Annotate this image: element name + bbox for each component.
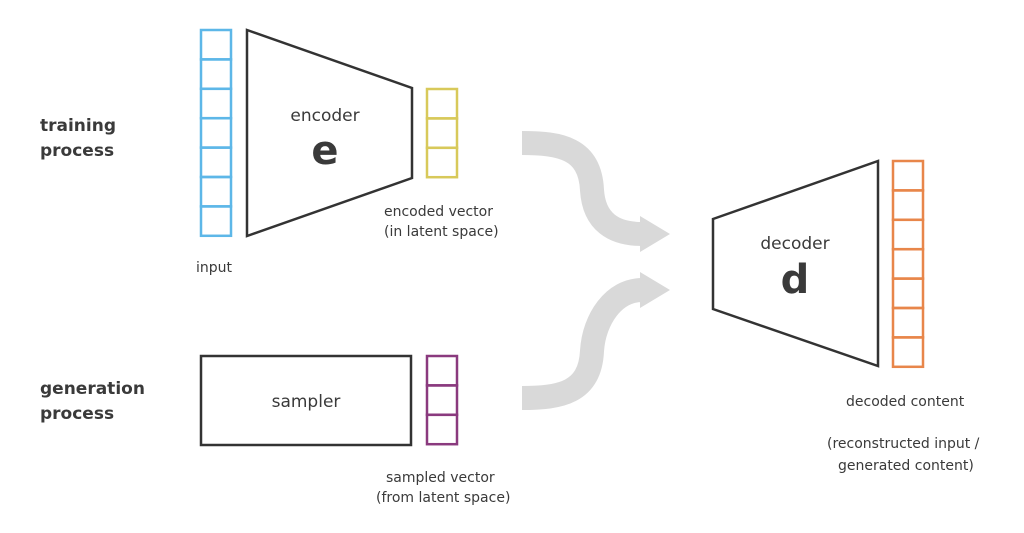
sampled-vector-cell (425, 354, 459, 387)
input-cell (199, 28, 233, 61)
sampled-vector-cell (425, 384, 459, 417)
training-process-label-line2: process (40, 141, 114, 161)
decoder-symbol: d (781, 257, 810, 303)
input-label: input (196, 260, 233, 276)
decoded-content-label: decoded content (846, 394, 965, 410)
encoder-block (245, 28, 414, 238)
input-cell (199, 116, 233, 149)
encoder-title: encoder (290, 106, 359, 126)
generation-process-label-line2: process (40, 404, 114, 424)
encoded-vector-cell (425, 146, 459, 179)
input-cell (199, 87, 233, 120)
sampled-vector-cell (425, 413, 459, 446)
training-flow-arrow (521, 131, 670, 252)
training-process-label-line1: training (40, 116, 116, 136)
decoded-content-cell (891, 189, 925, 222)
encoded-vector-label-line1: encoded vector (384, 204, 493, 220)
generation-flow-arrow (521, 272, 670, 410)
decoded-content-cell (891, 336, 925, 369)
encoded-vector-cell (425, 87, 459, 120)
decoded-content-note-line1: (reconstructed input / (827, 436, 980, 452)
input-cell (199, 146, 233, 179)
decoded-content-cell (891, 306, 925, 339)
encoder-symbol: e (311, 128, 338, 174)
decoded-content-cell (891, 159, 925, 192)
decoder-block (711, 159, 880, 368)
input-vector (199, 28, 233, 238)
decoded-content-cell (891, 218, 925, 251)
input-cell (199, 58, 233, 91)
decoded-content-vector (891, 159, 925, 369)
encoded-vector (425, 87, 459, 179)
input-cell (199, 175, 233, 208)
input-cell (199, 205, 233, 238)
generation-process-label-line1: generation (40, 379, 145, 399)
sampler-block (199, 354, 413, 447)
encoded-vector-cell (425, 117, 459, 150)
encoded-vector-label-line2: (in latent space) (384, 224, 499, 240)
sampled-vector-label-line2: (from latent space) (376, 490, 510, 506)
sampled-vector-label-line1: sampled vector (386, 470, 495, 486)
decoded-content-cell (891, 247, 925, 280)
sampled-vector (425, 354, 459, 446)
decoder-title: decoder (760, 234, 829, 254)
decoded-content-cell (891, 277, 925, 310)
decoded-content-note-line2: generated content) (838, 458, 974, 474)
sampler-label: sampler (272, 392, 341, 412)
